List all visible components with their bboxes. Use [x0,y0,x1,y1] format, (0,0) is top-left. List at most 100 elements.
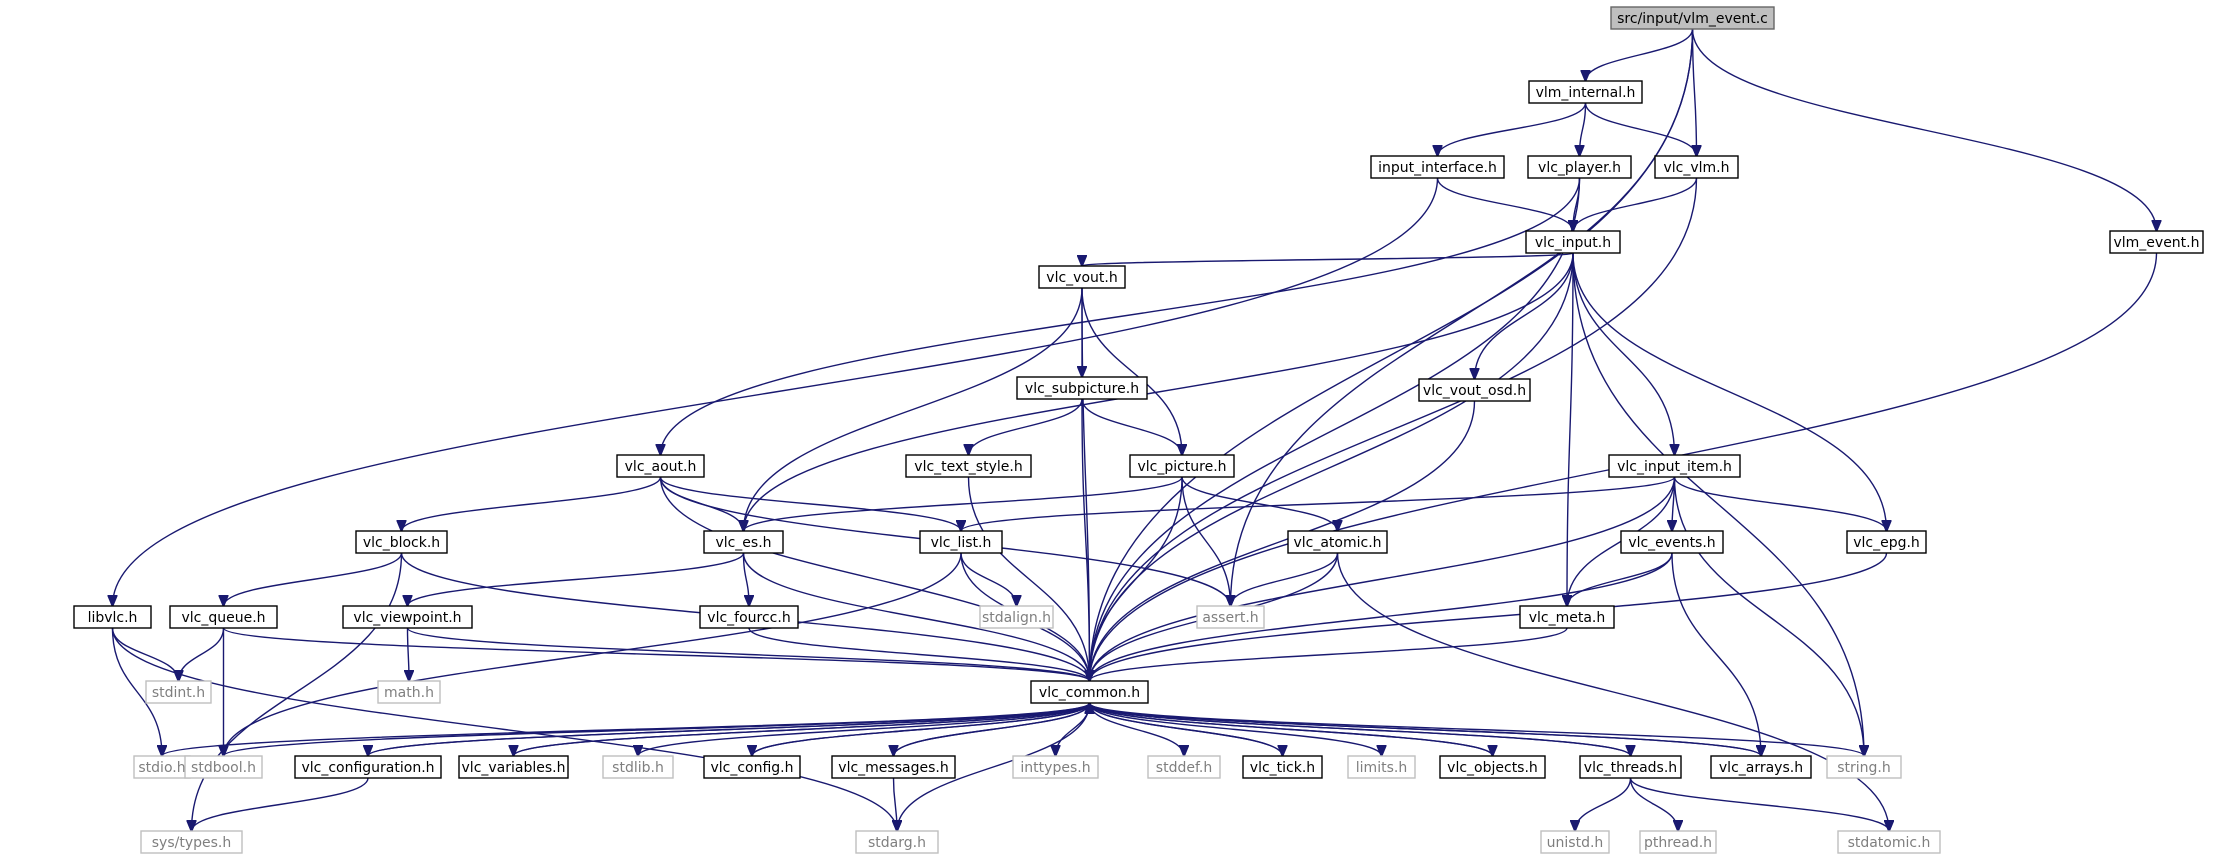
node-vlc-fourcc[interactable]: vlc_fourcc.h [699,605,799,629]
node-limits: limits.h [1347,755,1416,779]
edge-vlc_common-to-stdlib [638,702,1091,756]
node-box [73,605,152,629]
node-vlc-vlm[interactable]: vlc_vlm.h [1654,155,1739,179]
node-box [1710,755,1812,779]
edge-vlc_vlm-to-vlc_input [1573,177,1698,231]
node-label: vlc_es.h [715,535,771,551]
node-root[interactable]: src/input/vlm_event.c [1610,6,1775,30]
edge-vlc_block-to-vlc_queue [224,552,403,606]
node-vlc-atomic[interactable]: vlc_atomic.h [1287,530,1388,554]
node-vlc-messages[interactable]: vlc_messages.h [831,755,956,779]
edge-vlc_input_item-to-vlc_epg [1673,476,1887,531]
edge-vlc_events-to-vlc_arrays [1671,552,1761,756]
node-vlc-es[interactable]: vlc_es.h [703,530,784,554]
node-label: libvlc.h [88,610,138,626]
edge-root-to-vlm_event_h [1691,28,2157,231]
node-box [855,830,939,854]
node-box [1242,755,1323,779]
node-box [919,530,1003,554]
node-box [2109,230,2204,254]
edge-root-to-vlm_internal [1586,28,1694,81]
edge-vlc_arrays-to-vlc_common [1090,703,1762,757]
node-label: vlc_messages.h [838,760,948,776]
node-vlc-common[interactable]: vlc_common.h [1030,680,1149,704]
node-box [140,830,243,854]
node-sys-types: sys/types.h [140,830,243,854]
node-box [1370,155,1505,179]
edge-vlc_threads-to-vlc_common [1090,703,1632,757]
node-label: vlc_player.h [1538,160,1621,176]
edge-vlc_aout-to-vlc_block [402,476,662,531]
node-box [1826,755,1902,779]
node-vlc-text-style[interactable]: vlc_text_style.h [905,454,1032,478]
edge-libvlc-to-stdarg [111,627,898,831]
node-box [1016,376,1148,400]
node-label: vlc_aout.h [625,459,697,475]
node-label: stdint.h [152,685,205,701]
edge-vlc_variables-to-vlc_common [512,703,1090,757]
node-label: vlc_objects.h [1447,760,1538,776]
node-libvlc[interactable]: libvlc.h [73,605,152,629]
edge-vlc_subpicture-to-vlc_common [1081,398,1090,681]
node-vlc-arrays[interactable]: vlc_arrays.h [1710,755,1812,779]
node-vlc-queue[interactable]: vlc_queue.h [169,605,278,629]
node-box [1147,755,1221,779]
edge-vlc_meta-to-vlc_common [1090,627,1568,681]
node-vlc-variables[interactable]: vlc_variables.h [458,755,569,779]
node-vlm-internal[interactable]: vlm_internal.h [1528,80,1643,104]
node-vlc-tick[interactable]: vlc_tick.h [1242,755,1323,779]
node-vlc-aout[interactable]: vlc_aout.h [616,454,705,478]
node-box [979,605,1054,629]
node-vlm-event-h[interactable]: vlm_event.h [2109,230,2204,254]
edge-vlm_internal-to-vlc_player [1580,102,1587,156]
node-box [1846,530,1927,554]
edge-libvlc-to-stdio [111,627,163,756]
node-vlc-input[interactable]: vlc_input.h [1525,230,1621,254]
edge-vlc_player-to-vlc_aout [661,177,1581,455]
edge-vlc_input_item-to-vlc_list [961,476,1676,531]
node-box [145,680,212,704]
node-box [1030,680,1149,704]
node-label: unistd.h [1547,835,1604,851]
node-vlc-threads[interactable]: vlc_threads.h [1579,755,1682,779]
edge-vlc_picture-to-vlc_common [1090,476,1183,681]
node-vlc-picture[interactable]: vlc_picture.h [1129,454,1235,478]
node-label: sys/types.h [152,835,231,851]
node-vlc-meta[interactable]: vlc_meta.h [1519,605,1615,629]
edge-vlc_queue-to-vlc_common [222,627,1090,681]
edge-vlc_text_style-to-vlc_common [967,476,1090,681]
node-vlc-vout[interactable]: vlc_vout.h [1038,265,1126,289]
edge-vlc_list-to-stdbool [224,552,962,756]
edge-root-to-vlc_vlm [1693,28,1697,156]
node-vlc-subpicture[interactable]: vlc_subpicture.h [1016,376,1148,400]
node-vlc-viewpoint[interactable]: vlc_viewpoint.h [342,605,473,629]
node-vlc-epg[interactable]: vlc_epg.h [1846,530,1927,554]
node-vlc-config[interactable]: vlc_config.h [703,755,801,779]
node-vlc-list[interactable]: vlc_list.h [919,530,1003,554]
node-box [184,755,263,779]
edge-vlc_es-to-vlc_viewpoint [408,552,745,606]
node-stdatomic: stdatomic.h [1837,830,1941,854]
node-box [355,530,448,554]
node-box [831,755,956,779]
edge-input_interface-to-vlc_input [1436,177,1574,231]
node-box [1540,830,1610,854]
node-label: pthread.h [1644,835,1712,851]
edge-vlc_atomic-to-stdatomic [1336,552,1890,831]
edge-vlc_messages-to-vlc_common [892,703,1090,757]
node-vlc-block[interactable]: vlc_block.h [355,530,448,554]
node-box [1654,155,1739,179]
node-vlc-player[interactable]: vlc_player.h [1527,155,1632,179]
node-vlc-configuration[interactable]: vlc_configuration.h [294,755,442,779]
node-vlc-events[interactable]: vlc_events.h [1620,530,1724,554]
node-label: vlc_subpicture.h [1025,381,1139,397]
edge-vlm_internal-to-vlc_vlm [1584,102,1697,156]
node-input-interface[interactable]: input_interface.h [1370,155,1505,179]
node-vlc-input-item[interactable]: vlc_input_item.h [1608,454,1741,478]
node-box [1579,755,1682,779]
node-vlc-vout-osd[interactable]: vlc_vout_osd.h [1418,378,1531,402]
node-vlc-objects[interactable]: vlc_objects.h [1439,755,1546,779]
node-stdarg: stdarg.h [855,830,939,854]
edge-vlc_queue-to-stdint [179,627,225,681]
